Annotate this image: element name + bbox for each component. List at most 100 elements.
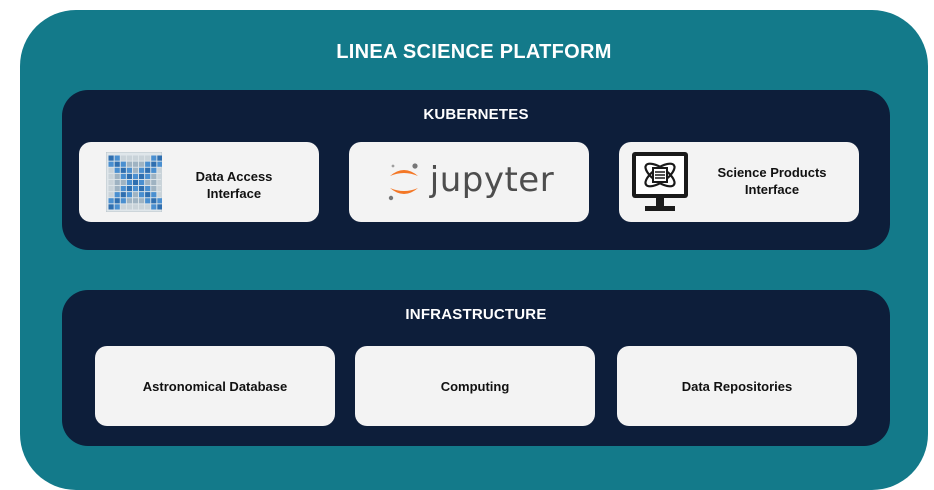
grid-cell	[126, 198, 132, 204]
grid-cell	[145, 161, 151, 167]
platform-title: LINEA SCIENCE PLATFORM	[336, 41, 612, 63]
grid-cell	[114, 198, 120, 204]
grid-cell	[114, 192, 120, 198]
jupyter-logo-icon	[388, 163, 418, 201]
grid-cell	[139, 204, 145, 210]
astronomical-database-label: Astronomical Database	[142, 378, 288, 394]
grid-cell	[108, 155, 114, 161]
grid-cell	[126, 179, 132, 186]
grid-cell	[157, 192, 162, 198]
grid-cell	[151, 179, 157, 186]
grid-cell	[120, 155, 126, 161]
grid-cell	[157, 173, 162, 179]
grid-cell	[114, 167, 120, 173]
grid-cell	[132, 179, 139, 186]
grid-cell	[126, 173, 132, 179]
grid-cell	[114, 155, 120, 161]
grid-cell	[108, 173, 114, 179]
grid-cell	[132, 192, 139, 198]
grid-cell	[151, 167, 157, 173]
grid-cell	[114, 186, 120, 192]
grid-cell	[120, 192, 126, 198]
infrastructure-panel: INFRASTRUCTURE Astronomical Database Com…	[62, 290, 890, 446]
grid-cell	[108, 186, 114, 192]
grid-cell	[108, 198, 114, 204]
grid-cell	[139, 173, 145, 179]
label-line-2: Interface	[206, 186, 262, 201]
grid-cell	[139, 155, 145, 161]
grid-cell	[151, 192, 157, 198]
grid-cell	[139, 198, 145, 204]
grid-cell	[157, 204, 162, 210]
grid-cell	[126, 192, 132, 198]
grid-cell	[108, 167, 114, 173]
grid-cell	[157, 161, 162, 167]
grid-cell	[114, 173, 120, 179]
grid-cell	[108, 192, 114, 198]
grid-cell	[114, 179, 120, 186]
astronomical-database-card[interactable]: Astronomical Database	[95, 346, 335, 426]
grid-cell	[114, 204, 120, 210]
data-repositories-label: Data Repositories	[681, 378, 793, 394]
grid-cell	[151, 173, 157, 179]
grid-cell	[139, 192, 145, 198]
grid-cell	[145, 198, 151, 204]
science-products-interface-label: Science Products Interface	[697, 164, 847, 198]
grid-cell	[145, 173, 151, 179]
jupyter-card[interactable]: jupyter	[349, 142, 589, 222]
grid-cell	[145, 167, 151, 173]
monitor-atom-icon	[632, 152, 688, 211]
grid-cell	[120, 179, 126, 186]
grid-cell	[139, 167, 145, 173]
grid-cell	[151, 161, 157, 167]
label-line-1: Data Access	[195, 169, 273, 184]
grid-cell	[132, 167, 139, 173]
grid-cell	[151, 186, 157, 192]
grid-cell	[120, 161, 126, 167]
grid-cell	[145, 204, 151, 210]
grid-cell	[151, 204, 157, 210]
grid-cell	[114, 161, 120, 167]
grid-cell	[126, 204, 132, 210]
grid-cell	[157, 186, 162, 192]
grid-cell	[108, 179, 114, 186]
science-products-interface-card[interactable]: Science Products Interface	[619, 142, 859, 222]
computing-label: Computing	[440, 378, 510, 394]
data-access-grid-icon	[106, 152, 162, 212]
kubernetes-panel: KUBERNETES Data Access Interface	[62, 90, 890, 250]
grid-cell	[126, 161, 132, 167]
linea-science-platform: LINEA SCIENCE PLATFORM KUBERNETES Data A…	[20, 10, 928, 490]
grid-cell	[108, 204, 114, 210]
grid-cell	[151, 198, 157, 204]
infrastructure-title: INFRASTRUCTURE	[405, 306, 547, 323]
jupyter-logo: jupyter	[384, 160, 554, 204]
grid-cell	[132, 204, 139, 210]
grid-cell	[145, 179, 151, 186]
grid-cell	[132, 161, 139, 167]
grid-cell	[157, 155, 162, 161]
data-access-interface-label: Data Access Interface	[174, 168, 294, 202]
grid-cell	[126, 167, 132, 173]
data-repositories-card[interactable]: Data Repositories	[617, 346, 857, 426]
grid-cell	[157, 179, 162, 186]
jupyter-wordmark: jupyter	[429, 160, 555, 200]
grid-cell	[145, 186, 151, 192]
grid-cell	[120, 198, 126, 204]
computing-card[interactable]: Computing	[355, 346, 595, 426]
grid-cell	[132, 173, 139, 179]
grid-cell	[139, 161, 145, 167]
label-line-2: Interface	[744, 182, 800, 197]
grid-cell	[126, 155, 132, 161]
grid-cell	[145, 155, 151, 161]
grid-cell	[120, 204, 126, 210]
grid-cell	[157, 167, 162, 173]
grid-cell	[126, 186, 132, 192]
grid-cell	[132, 198, 139, 204]
grid-cell	[139, 186, 145, 192]
grid-cell	[120, 186, 126, 192]
grid-cell	[120, 173, 126, 179]
data-access-interface-card[interactable]: Data Access Interface	[79, 142, 319, 222]
grid-cell	[139, 179, 145, 186]
label-line-1: Science Products	[717, 165, 827, 180]
grid-cell	[120, 167, 126, 173]
